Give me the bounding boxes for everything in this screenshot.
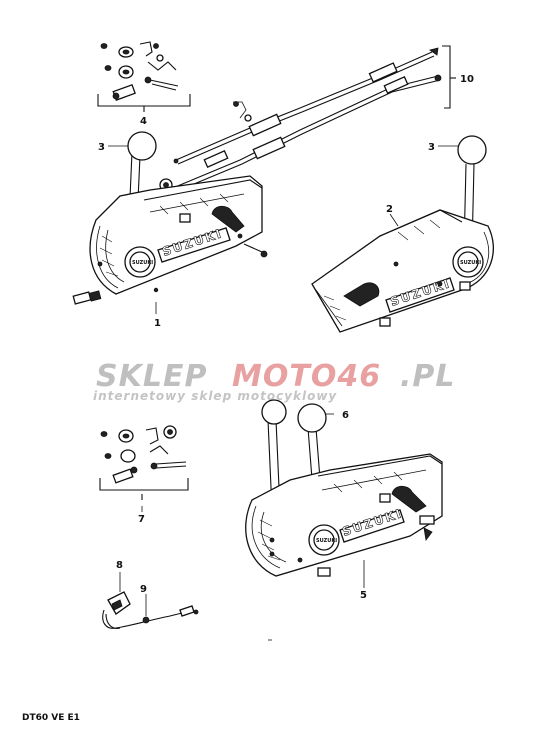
leader-lines xyxy=(108,145,458,641)
callout-10: 10 xyxy=(460,74,474,85)
remote-control-box-2: SUZUKI SUZUKI xyxy=(311,135,494,333)
watermark-subtitle: internetowy sklep motocyklowy xyxy=(93,389,337,403)
hardware-set-bottom xyxy=(99,425,189,500)
callout-4: 4 xyxy=(140,116,147,127)
callout-1: 1 xyxy=(154,318,161,329)
lever-knob-1 xyxy=(127,131,157,161)
lever-knob-3 xyxy=(261,399,287,425)
callout-3-left: 3 xyxy=(98,142,105,153)
callout-2: 2 xyxy=(386,204,393,215)
watermark-part3: .PL xyxy=(400,359,456,394)
badge-text-3: SUZUKI xyxy=(316,538,337,544)
callout-3-right: 3 xyxy=(428,142,435,153)
lever-knob-2 xyxy=(457,135,487,165)
remote-control-box-5: SUZUKI SUZUKI xyxy=(245,399,443,577)
lever-knob-4 xyxy=(297,403,327,433)
callout-9: 9 xyxy=(140,584,147,595)
watermark: SKLEP MOTO46 .PL internetowy sklep motoc… xyxy=(93,359,456,403)
watermark-part1: SKLEP xyxy=(96,359,207,394)
watermark-part2: MOTO46 xyxy=(232,359,381,394)
diagram-code: DT60 VE E1 xyxy=(22,713,80,723)
callout-7: 7 xyxy=(138,514,145,525)
callout-5: 5 xyxy=(360,590,367,601)
badge-text-2: SUZUKI xyxy=(460,260,481,266)
remote-control-box-1: SUZUKI SUZUKI xyxy=(72,131,268,305)
callout-6: 6 xyxy=(342,410,349,421)
cable-assembly xyxy=(159,45,456,195)
callouts: 1 2 3 3 4 5 6 7 8 9 10 xyxy=(98,74,474,601)
hardware-set-top xyxy=(97,41,191,112)
badge-text-1: SUZUKI xyxy=(132,260,153,266)
callout-8: 8 xyxy=(116,560,123,571)
switch-with-lead xyxy=(102,591,199,629)
